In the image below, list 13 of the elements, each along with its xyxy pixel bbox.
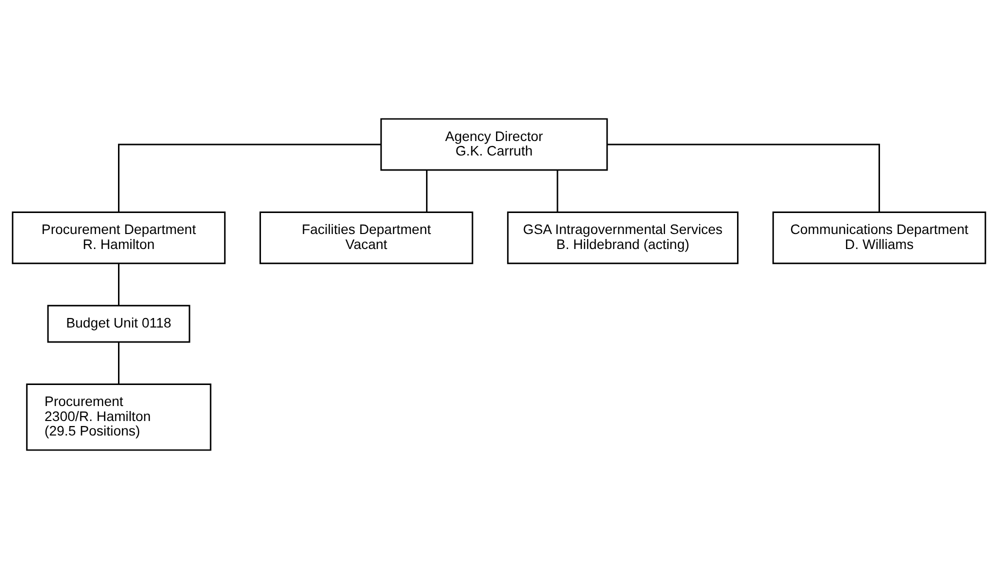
node-box: GSA Intragovernmental Services B. Hildebrand (acting): [507, 212, 739, 264]
node-box: Agency Director G.K. Carruth: [380, 118, 608, 171]
connector: [607, 144, 880, 212]
connector: [118, 144, 381, 212]
connector: [556, 170, 558, 212]
node-box: Procurement 2300/R. Hamilton (29.5 Positions): [26, 384, 212, 451]
node-box: Communications Department D. Williams: [772, 212, 986, 264]
node-box: Facilities Department Vacant: [259, 212, 474, 264]
connector: [118, 264, 120, 306]
node-box: Procurement Department R. Hamilton: [12, 212, 226, 264]
node-box: Budget Unit 0118: [47, 304, 190, 343]
connector: [426, 170, 428, 212]
connector: [118, 342, 120, 384]
